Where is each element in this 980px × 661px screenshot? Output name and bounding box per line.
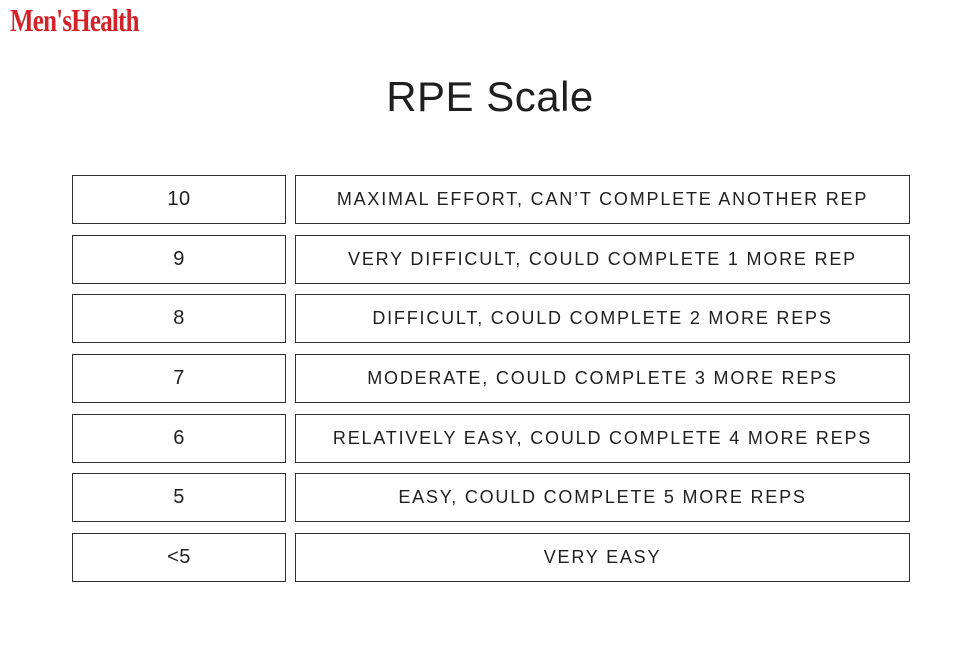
table-row: 10 MAXIMAL EFFORT, CAN’T COMPLETE ANOTHE… bbox=[72, 175, 910, 224]
rpe-description-cell: MODERATE, COULD COMPLETE 3 MORE REPS bbox=[295, 353, 910, 403]
rpe-description-cell: DIFFICULT, COULD COMPLETE 2 MORE REPS bbox=[295, 294, 910, 344]
table-row: 5 EASY, COULD COMPLETE 5 MORE REPS bbox=[72, 473, 910, 523]
rpe-scale-table: 10 MAXIMAL EFFORT, CAN’T COMPLETE ANOTHE… bbox=[72, 175, 910, 582]
mens-health-logo: Men'sHealth bbox=[10, 2, 139, 38]
rpe-score-cell: 10 bbox=[72, 175, 286, 224]
table-row: 8 DIFFICULT, COULD COMPLETE 2 MORE REPS bbox=[72, 294, 910, 344]
rpe-description-cell: RELATIVELY EASY, COULD COMPLETE 4 MORE R… bbox=[295, 413, 910, 463]
table-row: <5 VERY EASY bbox=[72, 532, 910, 582]
page-title: RPE Scale bbox=[386, 73, 594, 120]
rpe-score-cell: 9 bbox=[72, 234, 286, 284]
table-row: 9 VERY DIFFICULT, COULD COMPLETE 1 MORE … bbox=[72, 234, 910, 284]
rpe-description-cell: VERY EASY bbox=[295, 532, 910, 582]
rpe-score-cell: 7 bbox=[72, 353, 286, 403]
table-row: 7 MODERATE, COULD COMPLETE 3 MORE REPS bbox=[72, 353, 910, 403]
rpe-score-cell: 6 bbox=[72, 413, 286, 463]
rpe-description-cell: EASY, COULD COMPLETE 5 MORE REPS bbox=[295, 473, 910, 523]
rpe-score-cell: 8 bbox=[72, 294, 286, 344]
rpe-description-cell: VERY DIFFICULT, COULD COMPLETE 1 MORE RE… bbox=[295, 234, 910, 284]
rpe-score-cell: 5 bbox=[72, 473, 286, 523]
table-row: 6 RELATIVELY EASY, COULD COMPLETE 4 MORE… bbox=[72, 413, 910, 463]
rpe-score-cell: <5 bbox=[72, 532, 286, 582]
rpe-description-cell: MAXIMAL EFFORT, CAN’T COMPLETE ANOTHER R… bbox=[295, 175, 910, 224]
